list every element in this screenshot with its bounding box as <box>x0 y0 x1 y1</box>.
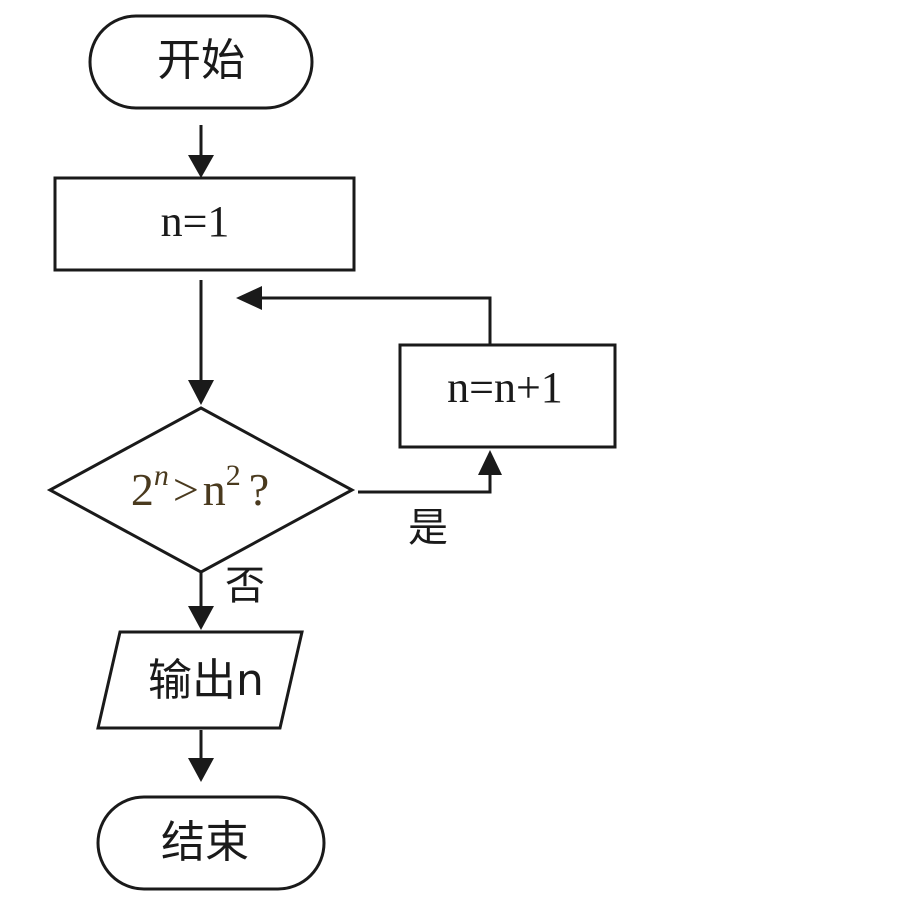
output-node: 输出n <box>96 630 304 730</box>
condition-node: 2n>n2? <box>46 406 356 574</box>
increment-label: n=n+1 <box>447 363 563 412</box>
init-label: n=1 <box>161 197 230 246</box>
end-label: 结束 <box>161 817 249 868</box>
condition-question-mark: ? <box>249 464 269 515</box>
yes-label: 是 <box>408 505 448 551</box>
arrow-yes-to-increment <box>358 450 502 494</box>
arrow-no-to-output <box>188 572 214 630</box>
no-label: 否 <box>225 563 265 609</box>
start-label: 开始 <box>157 35 245 86</box>
condition-exponent: n <box>154 459 169 492</box>
output-label: 输出n <box>148 655 264 706</box>
arrow-start-to-init <box>188 125 214 178</box>
arrow-loop-back <box>236 286 492 345</box>
condition-rhs-base: n <box>203 464 226 515</box>
init-node: n=1 <box>53 176 356 272</box>
condition-rhs-exponent: 2 <box>226 459 241 492</box>
increment-node: n=n+1 <box>398 343 617 449</box>
condition-label: 2n>n2? <box>131 459 269 515</box>
start-node: 开始 <box>88 14 314 110</box>
end-node: 结束 <box>96 795 326 891</box>
condition-base: 2 <box>131 464 154 515</box>
condition-operator: > <box>173 464 199 515</box>
arrow-init-to-condition <box>188 280 214 405</box>
arrow-output-to-end <box>188 730 214 782</box>
